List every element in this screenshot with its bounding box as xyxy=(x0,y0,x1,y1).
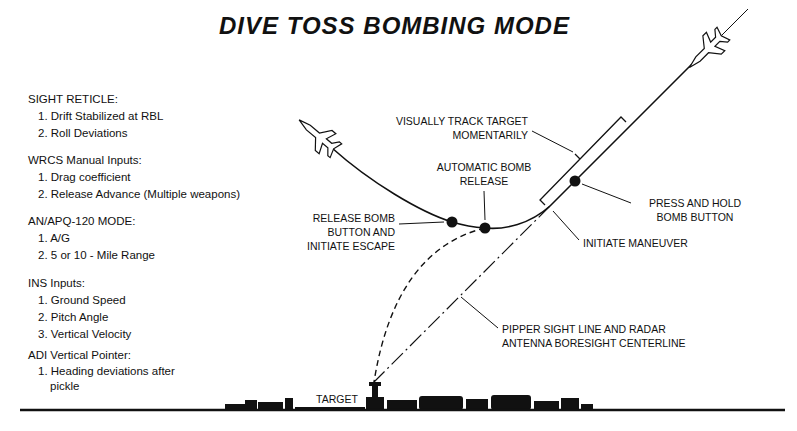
callout-label: AUTOMATIC BOMB RELEASE xyxy=(425,160,543,188)
target-label: TARGET xyxy=(316,392,358,406)
event-dot xyxy=(447,217,458,228)
panel-item: 1. Ground Speed xyxy=(38,293,126,308)
panel-item: 1. Heading deviations after pickle xyxy=(38,364,188,394)
leader-line xyxy=(399,222,444,224)
sight-line xyxy=(374,206,550,382)
panel-item: 1. Drift Stabilized at RBL xyxy=(38,109,163,124)
leader-line xyxy=(461,297,498,328)
dive-path xyxy=(550,64,692,206)
panel-heading: ADI Vertical Pointer: xyxy=(28,348,131,363)
diagram-title: DIVE TOSS BOMBING MODE xyxy=(0,10,793,41)
aircraft-symbol xyxy=(291,110,344,161)
ground-line xyxy=(20,409,785,412)
tracking-bracket xyxy=(540,117,626,205)
panel-heading: INS Inputs: xyxy=(28,276,85,291)
leader-line xyxy=(484,191,485,220)
panel-item: 2. Pitch Angle xyxy=(38,310,108,325)
callout-label: PIPPER SIGHT LINE AND RADAR ANTENNA BORE… xyxy=(502,322,712,350)
panel-item: 2. Roll Deviations xyxy=(38,126,127,141)
callout-label: VISUALLY TRACK TARGET MOMENTARILY xyxy=(393,114,528,142)
panel-heading: SIGHT RETICLE: xyxy=(28,92,118,107)
panel-heading: AN/APQ-120 MODE: xyxy=(28,214,135,229)
leader-line xyxy=(553,211,579,240)
panel-item: 3. Vertical Velocity xyxy=(38,327,131,342)
panel-item: 1. A/G xyxy=(38,231,70,246)
approach-trail xyxy=(720,9,748,37)
aircraft-symbol xyxy=(680,24,732,76)
event-dot xyxy=(480,223,491,234)
panel-item: 2. 5 or 10 - Mile Range xyxy=(38,248,155,263)
panel-item: 1. Drag coefficient xyxy=(38,170,130,185)
leader-line xyxy=(532,131,573,152)
leader-line xyxy=(582,184,631,203)
city-skyline xyxy=(225,382,593,410)
panel-item: 2. Release Advance (Multiple weapons) xyxy=(38,187,240,202)
panel-heading: WRCS Manual Inputs: xyxy=(28,153,142,168)
callout-label: PRESS AND HOLD BOMB BUTTON xyxy=(636,196,754,224)
callout-label: RELEASE BOMB BUTTON AND INITIATE ESCAPE xyxy=(290,211,395,254)
callout-label: INITIATE MANEUVER xyxy=(583,236,688,250)
event-dot xyxy=(570,176,581,187)
